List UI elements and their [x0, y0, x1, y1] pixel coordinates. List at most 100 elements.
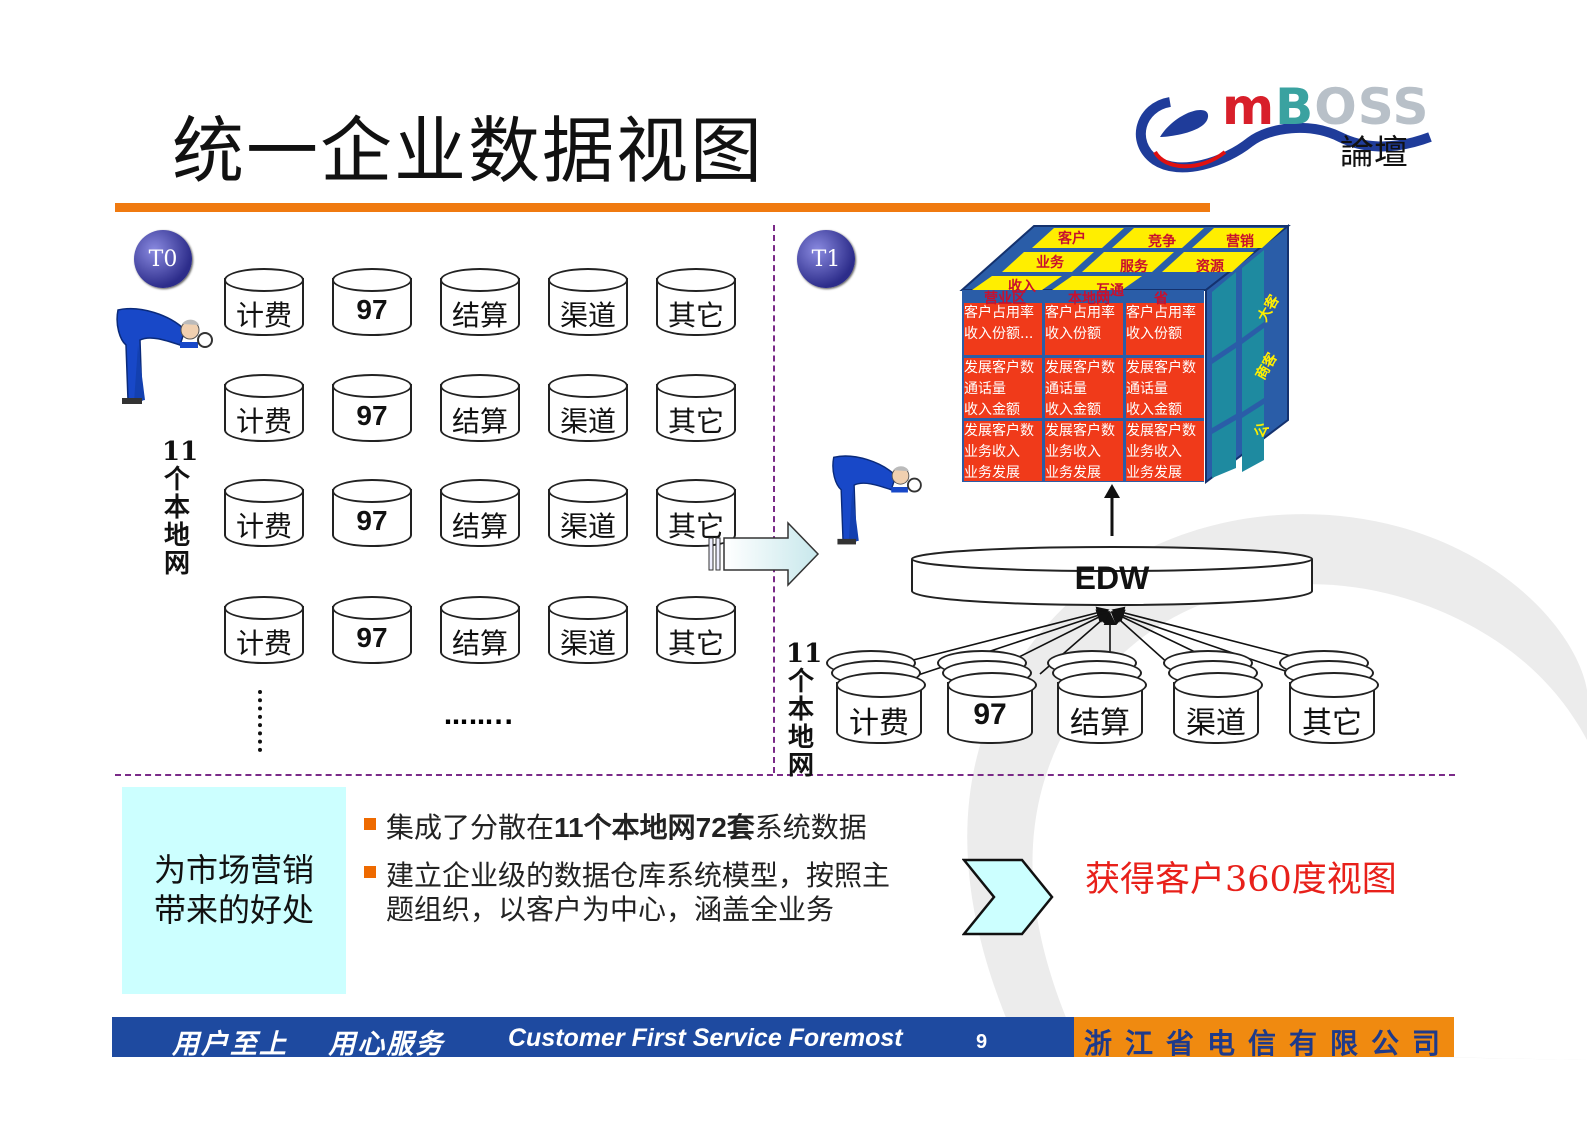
stack-label: 渠道 — [1186, 706, 1246, 741]
cube-top-label: 竞争 — [1148, 234, 1176, 250]
bullet-2-line1: 建立企业级的数据仓库系统模型，按照主 — [386, 859, 891, 892]
cylinder-top — [440, 268, 520, 292]
stack-ring — [1057, 672, 1147, 698]
cylinder-label: 其它 — [667, 510, 724, 543]
cylinder-top — [224, 596, 304, 620]
cylinder-label: 其它 — [667, 627, 724, 660]
stack-ring — [947, 672, 1037, 698]
benefit-title-line2: 带来的好处 — [153, 891, 314, 929]
cylinder-top — [548, 596, 628, 620]
t1-badge: T1 — [797, 230, 855, 288]
company-name: 浙江省电信有限公司 — [1084, 1027, 1454, 1060]
cube-header-label: 本地网 — [1068, 291, 1110, 307]
cylinder-top — [440, 596, 520, 620]
t0-system-cylinder: 结算 — [440, 479, 520, 557]
cube-header-label: 省 — [1154, 291, 1168, 307]
t0-system-cylinder: 其它 — [656, 479, 736, 557]
benefit-box — [122, 787, 346, 994]
footer-company-bar — [1074, 1017, 1454, 1057]
cylinder-top — [440, 374, 520, 398]
cylinder-top — [332, 268, 412, 292]
logo-b: B — [1275, 78, 1315, 136]
cube-cell: 发展客户数业务收入业务发展 — [1126, 421, 1204, 481]
stack-label: 其它 — [1302, 706, 1362, 741]
bullet-marker — [364, 866, 376, 878]
cube-cell-line: 客户占用率 — [964, 305, 1034, 321]
cube-cell-line: 收入份额 — [1126, 326, 1182, 342]
cube-top-label: 客户 — [1058, 231, 1086, 247]
cylinder-top — [224, 479, 304, 503]
t0-side-label: 11个本地网 — [162, 437, 199, 579]
bullet-2-line2: 题组织，以客户为中心，涵盖全业务 — [386, 893, 835, 926]
t1-system-stack: 渠道 — [1163, 650, 1263, 750]
benefit-title-line1: 为市场营销 — [153, 851, 314, 889]
cube-cell-line: 业务发展 — [964, 465, 1020, 481]
t0-horizontal-ellipsis: …….. — [444, 702, 515, 730]
t0-system-cylinder: 渠道 — [548, 374, 628, 452]
t0-system-cylinder: 渠道 — [548, 596, 628, 674]
cube-cell-line: 业务发展 — [1126, 465, 1182, 481]
cylinder-label: 97 — [356, 505, 388, 536]
cube-cell-line: 收入份额... — [964, 326, 1034, 342]
cylinder-label: 其它 — [667, 405, 724, 438]
t0-system-cylinder: 其它 — [656, 596, 736, 674]
cylinder-label: 渠道 — [559, 299, 616, 332]
t0-vertical-ellipsis — [258, 690, 272, 752]
cylinder-label: 计费 — [235, 299, 292, 332]
bullet-1: 集成了分散在11个本地网72套系统数据 — [386, 811, 867, 845]
cube-cell-line: 通话量 — [1126, 381, 1168, 397]
cylinder-label: 97 — [356, 622, 388, 653]
cylinder-label: 计费 — [235, 627, 292, 660]
cube-cell: 发展客户数业务收入业务发展 — [964, 421, 1042, 481]
t0-system-cylinder: 渠道 — [548, 479, 628, 557]
vertical-divider — [773, 225, 775, 773]
cube-cell-line: 发展客户数 — [1126, 360, 1196, 376]
cylinder-label: 结算 — [451, 299, 508, 332]
t1-system-stack: 计费 — [826, 650, 926, 750]
cylinder-label: 渠道 — [559, 510, 616, 543]
cube-cell: 客户占用率收入份额 — [1126, 303, 1204, 355]
cube-top-label: 营销 — [1226, 234, 1254, 250]
t0-system-cylinder: 其它 — [656, 374, 736, 452]
cylinder-label: 97 — [356, 294, 388, 325]
cube-cell: 发展客户数业务收入业务发展 — [1045, 421, 1123, 481]
t0-system-cylinder: 渠道 — [548, 268, 628, 346]
stack-ring — [1289, 672, 1379, 698]
t0-system-cylinder: 结算 — [440, 596, 520, 674]
cylinder-top — [656, 596, 736, 620]
bullet-marker — [364, 818, 376, 830]
benefit-title: 为市场营销 带来的好处 — [122, 850, 346, 930]
cylinder-top — [224, 374, 304, 398]
bullet-1-part-c: 系统数据 — [754, 811, 867, 844]
inspector-person-icon — [116, 308, 213, 404]
t1-system-stack: 结算 — [1047, 650, 1147, 750]
t0-system-cylinder: 结算 — [440, 374, 520, 452]
cube-top-label: 互通 — [1096, 283, 1124, 299]
t0-system-cylinder: 计费 — [224, 374, 304, 452]
cylinder-top — [656, 374, 736, 398]
footer-slogan-cn: 用户至上 用心服务 — [172, 1029, 445, 1060]
cylinder-top — [656, 268, 736, 292]
emboss-logo-e-icon — [1135, 97, 1432, 173]
cube-cell: 发展客户数通话量收入金额 — [1045, 358, 1123, 418]
cylinder-label: 计费 — [235, 405, 292, 438]
cube-cell-line: 客户占用率 — [1045, 305, 1115, 321]
transition-arrow-icon — [708, 521, 820, 587]
cube-cell-line: 业务发展 — [1045, 465, 1101, 481]
cube-cell-line: 发展客户数 — [1126, 423, 1196, 439]
up-arrow-icon — [1104, 484, 1120, 536]
cube-cell-line: 收入金额 — [1126, 402, 1182, 418]
result-text: 获得客户360度视图 — [1085, 860, 1397, 900]
logo-oss: OSS — [1314, 78, 1430, 136]
cube-cell-line: 业务收入 — [964, 444, 1020, 460]
cube-cell-line: 业务收入 — [1126, 444, 1182, 460]
cylinder-label: 结算 — [451, 405, 508, 438]
cube-cell-line: 发展客户数 — [964, 360, 1034, 376]
t0-system-cylinder: 97 — [332, 596, 412, 674]
horizontal-divider — [115, 774, 1455, 776]
bullet-1-highlight: 11个本地网72套 — [554, 812, 755, 843]
edw-disk — [911, 546, 1313, 607]
cylinder-top — [440, 479, 520, 503]
cube-top-label: 资源 — [1196, 259, 1224, 275]
footer-slogan-en: Customer First Service Foremost — [508, 1024, 903, 1052]
